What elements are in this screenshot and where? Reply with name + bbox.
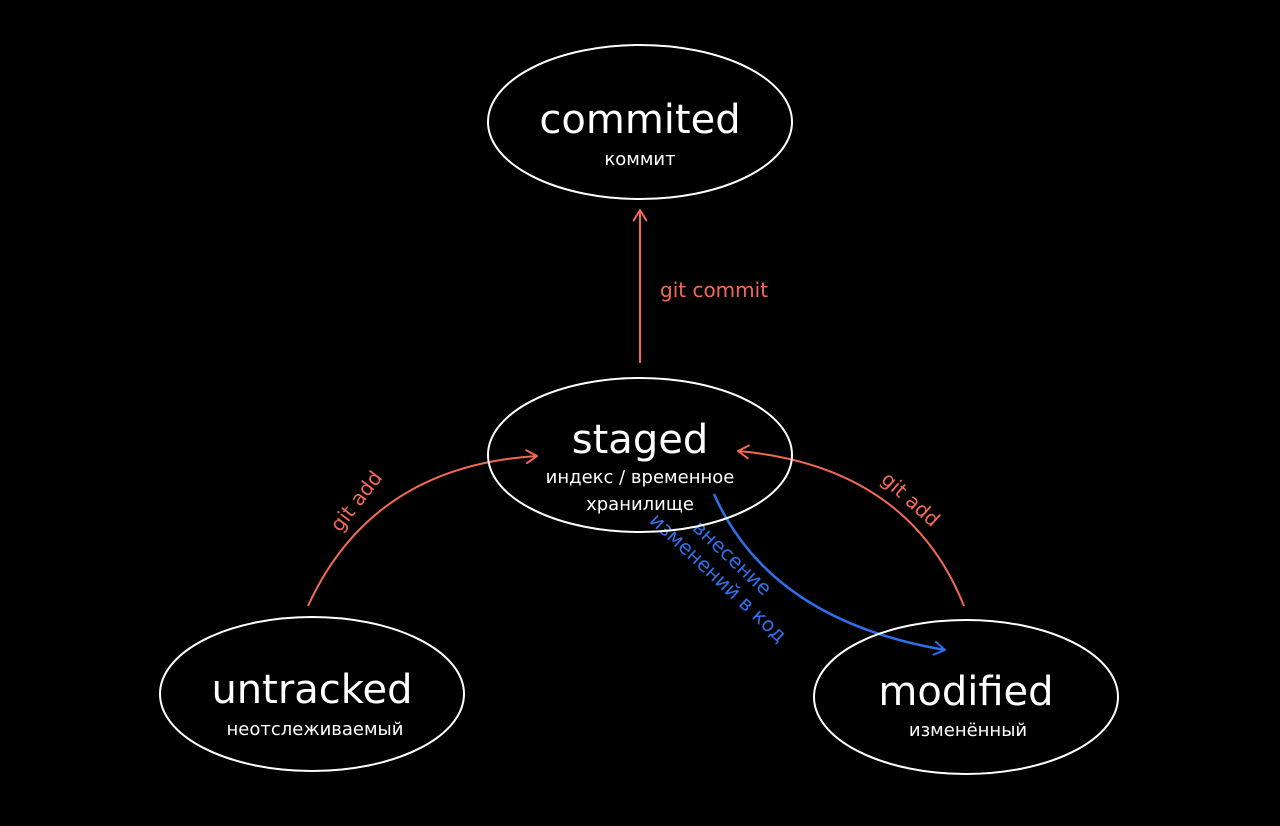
node-commited-ellipse [487, 44, 793, 200]
arrow-untracked-to-staged [307, 449, 538, 607]
node-staged: staged индекс / временное хранилище [487, 377, 793, 533]
node-untracked: untracked неотслеживаемый [159, 616, 465, 772]
node-modified-ellipse [813, 619, 1119, 775]
node-staged-subtitle-line2: хранилище [586, 494, 694, 515]
node-untracked-subtitle: неотслеживаемый [227, 719, 404, 740]
arrow-modified-to-staged [737, 444, 965, 607]
node-staged-subtitle-line1: индекс / временное [546, 467, 735, 488]
node-commited: commited коммит [487, 44, 793, 200]
edge-git-add-untracked: git add [307, 449, 538, 607]
node-commited-subtitle: коммит [604, 149, 675, 170]
arrow-staged-to-modified [712, 493, 946, 656]
node-untracked-ellipse [159, 616, 465, 772]
node-untracked-title: untracked [211, 667, 412, 713]
label-git-commit: git commit [660, 278, 768, 302]
node-modified: modified изменённый [813, 619, 1119, 775]
label-git-add-left: git add [325, 466, 387, 536]
node-modified-title: modified [878, 669, 1053, 715]
node-commited-title: commited [539, 97, 740, 143]
edge-git-commit: git commit [632, 209, 768, 363]
node-staged-title: staged [572, 417, 708, 463]
node-modified-subtitle: изменённый [909, 720, 1027, 741]
node-staged-ellipse [487, 377, 793, 533]
